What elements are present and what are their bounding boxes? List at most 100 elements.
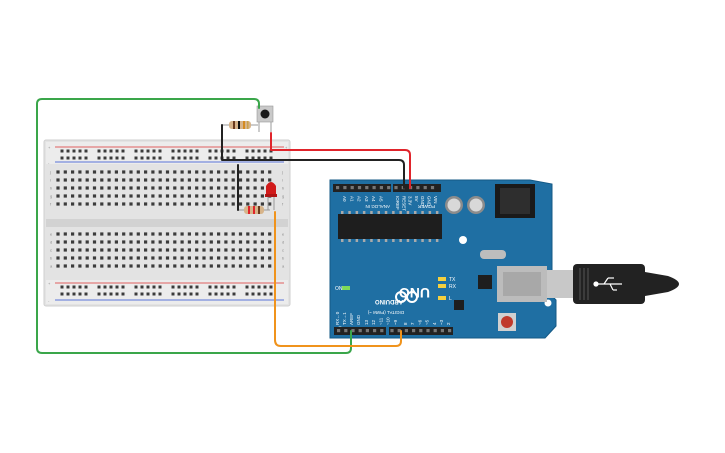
breadboard-hole[interactable] [195, 256, 199, 260]
breadboard-hole[interactable] [114, 248, 118, 252]
rail-hole[interactable] [78, 156, 82, 160]
breadboard-hole[interactable] [260, 248, 264, 252]
breadboard-hole[interactable] [202, 170, 206, 174]
breadboard-hole[interactable] [187, 202, 191, 206]
breadboard-hole[interactable] [151, 170, 155, 174]
breadboard-hole[interactable] [56, 186, 60, 190]
rail-hole[interactable] [245, 156, 249, 160]
breadboard-hole[interactable] [63, 202, 67, 206]
breadboard-hole[interactable] [100, 178, 104, 182]
breadboard-hole[interactable] [209, 240, 213, 244]
rail-hole[interactable] [183, 292, 187, 296]
breadboard-hole[interactable] [187, 256, 191, 260]
wire-green[interactable] [36, 98, 352, 354]
rail-hole[interactable] [189, 285, 193, 289]
breadboard-hole[interactable] [136, 264, 140, 268]
rail-hole[interactable] [183, 156, 187, 160]
rail-hole[interactable] [245, 285, 249, 289]
breadboard-hole[interactable] [173, 202, 177, 206]
rail-hole[interactable] [115, 292, 119, 296]
breadboard-hole[interactable] [144, 256, 148, 260]
breadboard-hole[interactable] [136, 256, 140, 260]
breadboard-hole[interactable] [56, 202, 60, 206]
breadboard-hole[interactable] [253, 170, 257, 174]
breadboard-hole[interactable] [238, 186, 243, 190]
breadboard-hole[interactable] [231, 170, 235, 174]
rail-hole[interactable] [84, 156, 88, 160]
breadboard-hole[interactable] [78, 170, 82, 174]
breadboard-hole[interactable] [246, 178, 250, 182]
breadboard-hole[interactable] [231, 256, 235, 260]
rail-hole[interactable] [60, 156, 64, 160]
rail-hole[interactable] [109, 285, 113, 289]
breadboard-hole[interactable] [231, 232, 235, 236]
breadboard-hole[interactable] [202, 186, 206, 190]
breadboard-hole[interactable] [195, 232, 199, 236]
breadboard-hole[interactable] [92, 178, 97, 182]
breadboard-hole[interactable] [187, 186, 191, 190]
breadboard-hole[interactable] [114, 186, 118, 190]
breadboard-hole[interactable] [122, 202, 126, 206]
rail-hole[interactable] [140, 285, 144, 289]
rail-hole[interactable] [115, 156, 119, 160]
header-pin[interactable] [337, 329, 341, 333]
breadboard-hole[interactable] [260, 240, 264, 244]
breadboard-hole[interactable] [92, 186, 97, 190]
breadboard-hole[interactable] [144, 178, 148, 182]
rail-hole[interactable] [146, 292, 150, 296]
breadboard-hole[interactable] [85, 264, 89, 268]
breadboard-hole[interactable] [129, 256, 133, 260]
breadboard-hole[interactable] [238, 264, 243, 268]
breadboard-hole[interactable] [173, 232, 177, 236]
breadboard-hole[interactable] [268, 202, 272, 206]
rail-hole[interactable] [60, 285, 64, 289]
breadboard-hole[interactable] [85, 194, 89, 198]
rail-hole[interactable] [214, 292, 218, 296]
breadboard-hole[interactable] [85, 256, 89, 260]
breadboard-hole[interactable] [71, 170, 75, 174]
rail-hole[interactable] [195, 149, 199, 153]
breadboard-hole[interactable] [268, 170, 272, 174]
breadboard-hole[interactable] [114, 240, 118, 244]
breadboard-hole[interactable] [180, 240, 184, 244]
breadboard-hole[interactable] [122, 256, 126, 260]
breadboard-hole[interactable] [217, 232, 221, 236]
rail-hole[interactable] [121, 292, 125, 296]
rail-hole[interactable] [177, 156, 181, 160]
breadboard-hole[interactable] [180, 232, 184, 236]
rail-hole[interactable] [103, 285, 107, 289]
breadboard-hole[interactable] [107, 248, 111, 252]
rail-hole[interactable] [66, 156, 70, 160]
breadboard-hole[interactable] [202, 232, 206, 236]
rail-hole[interactable] [232, 156, 236, 160]
breadboard-hole[interactable] [71, 232, 75, 236]
breadboard-hole[interactable] [151, 248, 155, 252]
breadboard-hole[interactable] [253, 186, 257, 190]
rail-hole[interactable] [208, 285, 212, 289]
rail-hole[interactable] [158, 285, 162, 289]
analog-header[interactable] [333, 184, 391, 192]
rail-hole[interactable] [220, 285, 224, 289]
breadboard-hole[interactable] [129, 240, 133, 244]
breadboard-hole[interactable] [268, 232, 272, 236]
breadboard-hole[interactable] [246, 264, 250, 268]
header-pin[interactable] [397, 329, 401, 333]
breadboard-hole[interactable] [63, 264, 67, 268]
breadboard-hole[interactable] [114, 256, 118, 260]
rail-hole[interactable] [214, 149, 218, 153]
breadboard-hole[interactable] [122, 240, 126, 244]
header-pin[interactable] [430, 186, 435, 190]
breadboard-hole[interactable] [253, 264, 257, 268]
rail-hole[interactable] [183, 285, 187, 289]
breadboard-hole[interactable] [224, 170, 228, 174]
rail-hole[interactable] [226, 156, 230, 160]
breadboard-hole[interactable] [165, 232, 170, 236]
breadboard-hole[interactable] [260, 178, 264, 182]
rail-hole[interactable] [263, 285, 267, 289]
rail-hole[interactable] [183, 149, 187, 153]
rail-hole[interactable] [152, 285, 156, 289]
breadboard-hole[interactable] [144, 240, 148, 244]
breadboard-hole[interactable] [107, 202, 111, 206]
breadboard-hole[interactable] [187, 194, 191, 198]
breadboard-hole[interactable] [151, 232, 155, 236]
